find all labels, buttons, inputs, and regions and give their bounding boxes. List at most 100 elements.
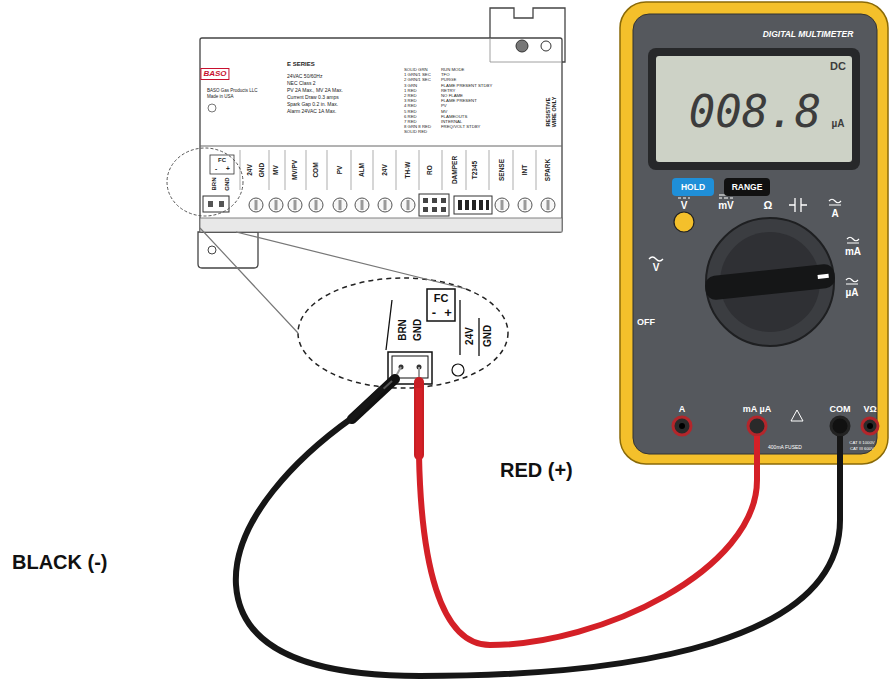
mounting-hole [208,246,216,254]
terminal-screw [378,198,392,212]
terminal-screw [355,198,369,212]
dial-knob [704,263,836,300]
connector-pins [423,198,446,212]
terminal-strip-edge [200,146,562,147]
input-jack-text: A [679,405,686,414]
red-test-lead [419,388,757,645]
control-module-text: 2 RED [404,94,417,98]
control-module-text: DAMPER [452,156,459,184]
connector-pin [219,201,224,207]
control-module-text: PV 2A Max., MV 2A Max. [287,88,343,93]
input-jack-text: VΩ [863,405,876,414]
input-jack: COM [825,402,855,436]
input-jack [862,418,878,434]
control-module-text: T2345 [472,161,479,179]
terminal-screw [518,198,532,212]
lead-label: BLACK (-) [12,551,108,573]
control-module-text: ALM [359,163,366,177]
function-button [674,212,694,232]
range-button: RANGE [724,178,770,196]
jack-hole [679,423,685,429]
zoom-callout-text: + [444,306,452,319]
control-module-text: PV [441,104,447,108]
digital-multimeter-text: CAT II 1000V [849,441,874,445]
digital-multimeter-text: V [653,263,660,273]
terminal-screw [495,198,509,212]
ac-symbol [649,257,663,261]
control-module-text: BRN [211,178,217,191]
fc-label-box [210,155,234,174]
control-module-text: Made in USA [207,95,234,100]
terminal-screw [541,198,555,212]
control-module-text: 1 RED [404,89,417,93]
terminal-screw [333,198,347,212]
fc-label-box [427,289,455,321]
input-jack: mA µA [735,402,779,436]
zoom-callout-text: - [432,306,436,319]
control-module-text: PURGE [441,78,456,82]
control-module-text: BASO [200,68,229,80]
control-module-text: 24V [382,164,389,176]
dip-switch [454,196,492,214]
control-module-text: FREQ/VOLT STDBY [441,125,480,129]
control-module-text: Spark Gap 0.2 in. Max. [287,102,338,107]
control-module-text: 2 GRN/1 SEC [404,78,431,82]
zoom-callout-text: GND [413,319,423,341]
capacitor-symbol [789,198,807,212]
lead-label: RED (+) [500,459,573,481]
input-jack [831,417,849,435]
lcd-bezel [648,48,860,170]
control-module-text: SOLID GRN [404,68,428,72]
control-module-text: FC [218,157,226,163]
control-module-text: 3 GRN [404,83,417,87]
control-module-text: FLAME PRESENT STDBY [441,83,492,87]
jack-hole [867,423,873,429]
control-module-text: FLAMEOUTS [441,115,467,119]
acdc-symbol [847,237,859,243]
control-module-text: + [226,166,230,173]
digital-multimeter-text: V [681,201,688,211]
detail-circle [167,148,243,216]
control-module-text: RETRY [441,89,456,93]
meter-panel [633,14,877,454]
input-jack-text: mA µA [743,405,771,414]
control-module-text: MV [273,165,280,175]
control-module-text: 24VAC 50/60Hz [287,74,322,79]
control-module-text: 4 RED [404,104,417,108]
input-jack [748,417,766,435]
terminal-screw [249,198,263,212]
control-module-text: E SERIES [287,61,315,67]
digital-multimeter-text: µA [846,288,859,298]
module-housing [200,38,562,232]
control-module-text: 6 RED [404,115,417,119]
dip-levers [458,200,489,210]
control-module-text: SENSE [499,159,506,181]
zoom-ellipse [298,278,508,388]
led-window [541,41,551,51]
zoom-callout-text: 24V [465,327,475,345]
control-module-text: FLAME PRESENT [441,99,477,103]
hold-button-text: HOLD [681,183,705,192]
terminal-screw [452,364,464,376]
control-module-text: MV [441,109,447,113]
control-module-text: INTERNAL [441,120,462,124]
zoom-callout-text: BRN [398,319,408,341]
control-module-text: MV/PV [292,160,299,180]
control-module-text: RESISTIVE WIRE ONLY [545,92,558,132]
digital-multimeter-text: A [831,209,838,219]
control-module-text: - [215,166,217,173]
hold-button: HOLD [672,178,714,196]
control-module-text: 24V [247,164,254,176]
housing-lip [200,218,562,232]
control-module-text: NEC Class 2 [287,81,316,86]
zoom-callout-text: GND [483,325,493,347]
terminal-screw [401,198,415,212]
control-module-text: Alarm 24VAC 1A Max. [287,109,336,114]
terminal-screw [309,198,323,212]
fc-connector [203,196,229,212]
zoom-leader-line [200,228,466,333]
status-led [516,40,528,52]
input-jack: A [668,402,696,436]
control-module-text: PV [337,166,344,175]
